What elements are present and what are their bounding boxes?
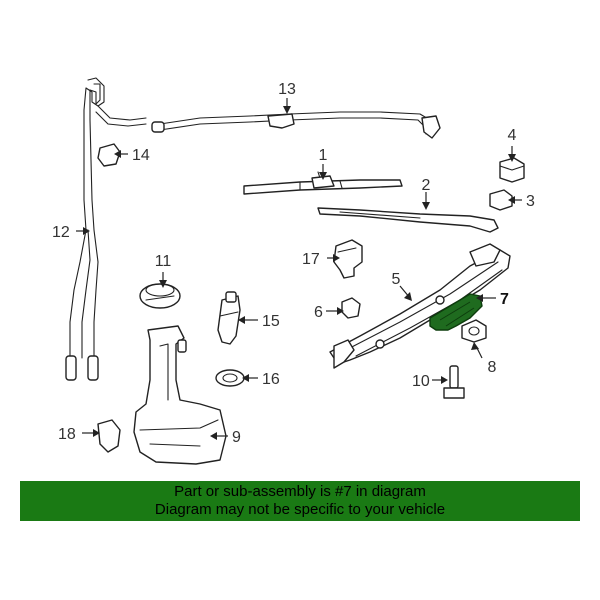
callout-4: 4 <box>508 127 517 144</box>
callout-2: 2 <box>422 177 431 194</box>
callout-5: 5 <box>392 271 401 288</box>
wiper-linkage-part-5 <box>329 243 511 369</box>
washer-hose-part-13 <box>151 111 441 139</box>
pump-grommet-part-16 <box>215 369 245 387</box>
bolt-part-10 <box>443 365 465 399</box>
washer-hose-part-12 <box>65 77 147 381</box>
clip-part-18 <box>97 419 121 453</box>
banner-line-part-number: Part or sub-assembly is #7 in diagram <box>174 483 426 500</box>
callout-8: 8 <box>488 359 497 376</box>
info-banner: Part or sub-assembly is #7 in diagram Di… <box>20 481 580 521</box>
callout-numbers: 13 14 1 2 4 3 12 17 11 5 7 6 15 8 16 10 … <box>52 81 535 446</box>
callout-10: 10 <box>412 373 430 390</box>
callout-12: 12 <box>52 224 70 241</box>
callout-14: 14 <box>132 147 150 164</box>
callout-16: 16 <box>262 371 280 388</box>
callout-6: 6 <box>314 304 323 321</box>
callout-9: 9 <box>232 429 241 446</box>
grommet-part-6 <box>341 297 361 319</box>
hose-clip-part-14 <box>97 143 121 167</box>
wiper-blade-part-1 <box>243 171 403 195</box>
nozzle-part-17 <box>333 239 363 279</box>
motor-bracket-part-7-highlighted <box>429 293 483 331</box>
callout-3: 3 <box>526 193 535 210</box>
leader-lines <box>76 98 522 440</box>
callout-18: 18 <box>58 426 76 443</box>
callout-13: 13 <box>278 81 296 98</box>
cap-part-3 <box>489 189 513 211</box>
callout-1: 1 <box>319 147 328 164</box>
callout-7-highlighted: 7 <box>500 291 509 308</box>
bushing-part-8 <box>461 319 487 343</box>
reservoir-cap-part-11 <box>139 283 181 309</box>
wiper-arm-part-2 <box>317 207 499 233</box>
banner-line-disclaimer: Diagram may not be specific to your vehi… <box>154 501 446 518</box>
callout-11: 11 <box>155 253 172 270</box>
washer-pump-part-15 <box>217 291 241 345</box>
callout-15: 15 <box>262 313 280 330</box>
callout-17: 17 <box>302 251 320 268</box>
washer-reservoir-part-9 <box>133 325 227 465</box>
